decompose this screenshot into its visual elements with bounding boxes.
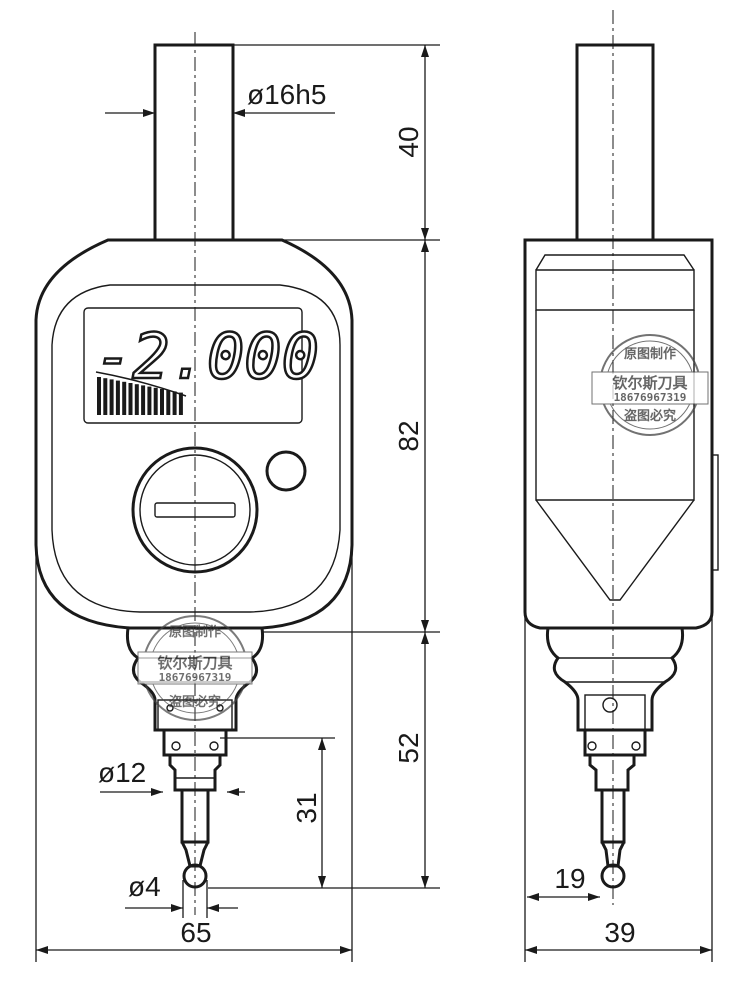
watermark-stamp-front: 原图制作 钦尔斯刀具 18676967319 盗图必究	[137, 615, 253, 721]
lcd-bar	[122, 381, 127, 415]
lcd-bar	[97, 377, 101, 415]
watermark-stamp-side: 原图制作 钦尔斯刀具 18676967319 盗图必究	[591, 334, 709, 436]
lcd-bar	[134, 384, 139, 415]
svg-text:18676967319: 18676967319	[159, 671, 232, 684]
dim-ball-diameter: ø4	[128, 871, 161, 902]
dim-body-height: 82	[393, 420, 424, 451]
front-lower-body	[162, 728, 228, 757]
front-body-inner	[51, 284, 341, 613]
lcd-bar-graph	[95, 371, 187, 415]
lcd-window	[83, 307, 303, 424]
lcd-reading: -2.000	[95, 320, 319, 393]
svg-text:盗图必究: 盗图必究	[169, 694, 221, 710]
dim-shank-diameter: ø16h5	[247, 79, 326, 110]
lcd-bar	[141, 385, 146, 415]
lcd-bar	[128, 383, 133, 415]
dim-lower-length: 52	[393, 732, 424, 763]
svg-text:原图制作: 原图制作	[624, 346, 676, 362]
round-button	[265, 450, 307, 492]
dim-stylus-length: 31	[291, 792, 322, 823]
front-body-outline	[34, 238, 354, 630]
side-lower-body	[583, 728, 647, 757]
lcd-bar	[153, 387, 158, 415]
front-shank	[153, 43, 235, 242]
lcd-bar	[172, 391, 177, 415]
front-view: -2.000	[34, 32, 354, 915]
side-neck	[546, 627, 684, 732]
lcd-bar	[178, 392, 183, 415]
side-view	[523, 10, 719, 905]
svg-text:原图制作: 原图制作	[169, 624, 221, 640]
dim-shank-length: 40	[393, 126, 424, 157]
dim-stem-diameter: ø12	[98, 757, 146, 788]
svg-text:钦尔斯刀具: 钦尔斯刀具	[612, 374, 687, 392]
dimensions: 40 82 52 31 ø16h5 ø12 ø4 65 39	[35, 44, 713, 962]
lcd-bar	[103, 378, 108, 415]
dim-front-width: 65	[180, 917, 211, 948]
lcd-bar	[160, 389, 164, 415]
lcd-bar-envelope	[95, 371, 187, 397]
svg-text:钦尔斯刀具: 钦尔斯刀具	[157, 654, 232, 672]
battery-cap-outer	[131, 446, 259, 574]
lcd-bar	[109, 379, 114, 415]
lcd-bar	[115, 380, 120, 415]
side-body-outline	[523, 238, 714, 630]
svg-text:18676967319: 18676967319	[614, 391, 687, 404]
svg-text:盗图必究: 盗图必究	[624, 408, 676, 424]
lcd-bar	[166, 390, 171, 415]
lcd-bar	[147, 386, 152, 415]
dim-ball-offset: 19	[554, 863, 585, 894]
dim-side-width: 39	[604, 917, 635, 948]
side-shank	[575, 43, 655, 242]
